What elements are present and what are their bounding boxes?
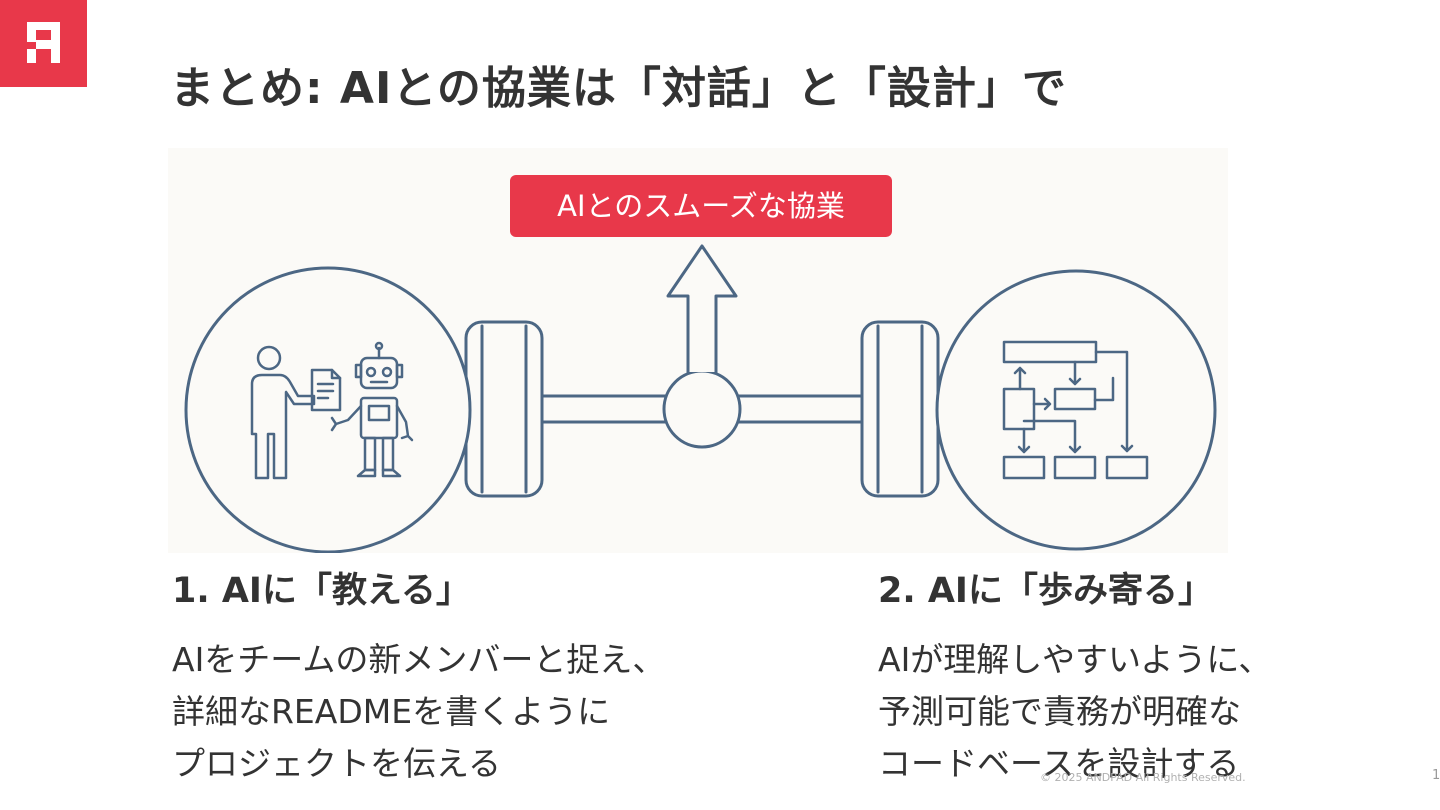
goal-badge: AIとのスムーズな協業 [510, 175, 892, 237]
andpad-logo-icon [27, 22, 60, 63]
point-1-title: 1. AIに「教える」 [172, 571, 471, 611]
point-1-line: プロジェクトを伝える [172, 744, 502, 783]
left-wheel [464, 320, 544, 498]
page-number: 1 [1432, 768, 1440, 783]
point-2-description: AIが理解しやすいように、 予測可能で責務が明確な コードベースを設計する [878, 634, 1271, 790]
person-handing-document-to-robot-icon [250, 341, 414, 480]
flowchart-icon [1002, 340, 1149, 480]
copyright-notice: © 2025 ANDPAD All Rights Reserved. [1040, 771, 1246, 784]
right-wheel [860, 320, 940, 498]
up-arrow-icon [666, 244, 738, 374]
point-2-line: コードベースを設計する [878, 744, 1240, 783]
axle-bar [538, 369, 864, 449]
point-2-line: AIが理解しやすいように、 [878, 640, 1272, 679]
point-2-line: 予測可能で責務が明確な [878, 692, 1241, 731]
point-1-description: AIをチームの新メンバーと捉え、 詳細なREADMEを書くように プロジェクトを… [172, 634, 665, 790]
point-1-line: AIをチームの新メンバーと捉え、 [172, 640, 666, 679]
brand-logo [0, 0, 87, 87]
point-1-line: 詳細なREADMEを書くように [172, 692, 611, 731]
point-2-title: 2. AIに「歩み寄る」 [878, 571, 1213, 611]
slide-title: まとめ: AIとの協業は「対話」と「設計」で [170, 63, 1067, 114]
